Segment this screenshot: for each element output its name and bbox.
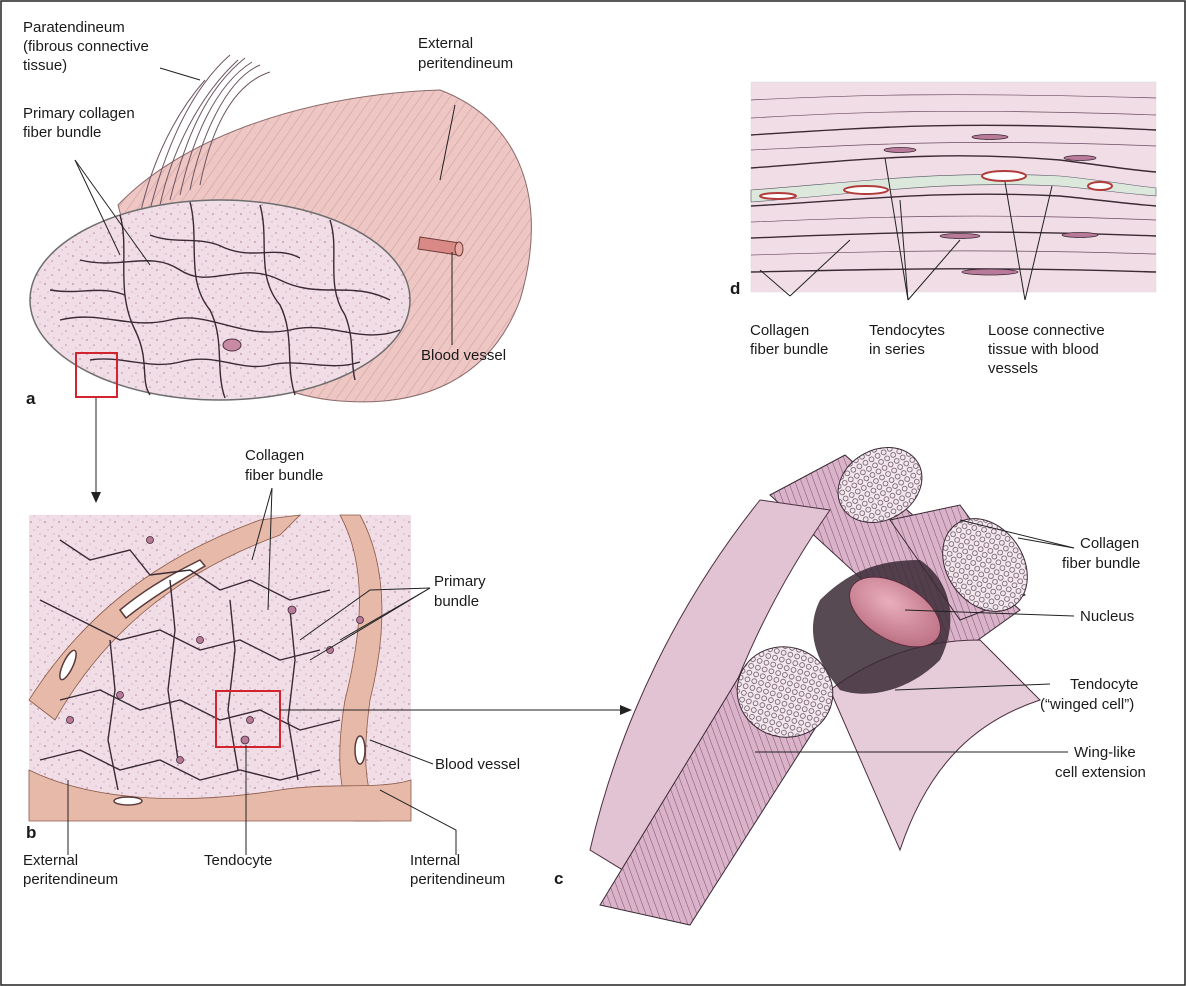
label-primary-bundle-2: fiber bundle <box>23 124 101 141</box>
arrow-right-icon <box>620 705 632 715</box>
panel-letter-a: a <box>26 389 36 408</box>
panel-letter-c: c <box>554 869 563 888</box>
label-paratendineum-2: (fibrous connective <box>23 38 149 55</box>
label-external-peri-b-1: External <box>23 852 78 869</box>
label-wing-1: Wing-like <box>1074 744 1136 761</box>
label-internal-peri-1: Internal <box>410 852 460 869</box>
label-tendocyte-c-1: Tendocyte <box>1070 676 1138 693</box>
label-collagen-c-1: Collagen <box>1080 535 1139 552</box>
label-blood-vessel-a: Blood vessel <box>421 347 506 364</box>
label-collagen-c-2: fiber bundle <box>1062 555 1140 572</box>
arrow-down-icon <box>91 492 101 503</box>
label-wing-2: cell extension <box>1055 764 1146 781</box>
panel-a-tendon-cross-section: Paratendineum (fibrous connective tissue… <box>23 19 531 503</box>
panel-letter-b: b <box>26 823 36 842</box>
label-tendocytes-1: Tendocytes <box>869 322 945 339</box>
label-tendocytes-2: in series <box>869 341 925 358</box>
label-collagen-b-2: fiber bundle <box>245 467 323 484</box>
panel-letter-d: d <box>730 279 740 298</box>
label-loose-1: Loose connective <box>988 322 1105 339</box>
label-internal-peri-2: peritendineum <box>410 871 505 888</box>
label-paratendineum-3: tissue) <box>23 57 67 74</box>
label-collagen-b-1: Collagen <box>245 447 304 464</box>
label-primary-2: bundle <box>434 593 479 610</box>
panel-d-longitudinal-section: d Collagen fiber bundle Tendocytes in se… <box>730 82 1156 377</box>
label-tendocyte-c-2: (“winged cell”) <box>1040 696 1134 713</box>
label-external-peritendineum-2: peritendineum <box>418 55 513 72</box>
label-collagen-d-1: Collagen <box>750 322 809 339</box>
label-tendocyte-b: Tendocyte <box>204 852 272 869</box>
label-paratendineum-1: Paratendineum <box>23 19 125 36</box>
panel-b-microscopic-section: Collagen fiber bundle Primary bundle Blo… <box>23 447 632 888</box>
label-external-peritendineum-1: External <box>418 35 473 52</box>
label-collagen-d-2: fiber bundle <box>750 341 828 358</box>
label-blood-vessel-b: Blood vessel <box>435 756 520 773</box>
label-external-peri-b-2: peritendineum <box>23 871 118 888</box>
label-primary-1: Primary <box>434 573 486 590</box>
label-loose-2: tissue with blood <box>988 341 1099 358</box>
label-nucleus: Nucleus <box>1080 608 1134 625</box>
label-loose-3: vessels <box>988 360 1038 377</box>
panel-c-winged-cell-3d: Collagen fiber bundle Nucleus Tendocyte … <box>554 433 1146 925</box>
label-primary-bundle-1: Primary collagen <box>23 105 135 122</box>
